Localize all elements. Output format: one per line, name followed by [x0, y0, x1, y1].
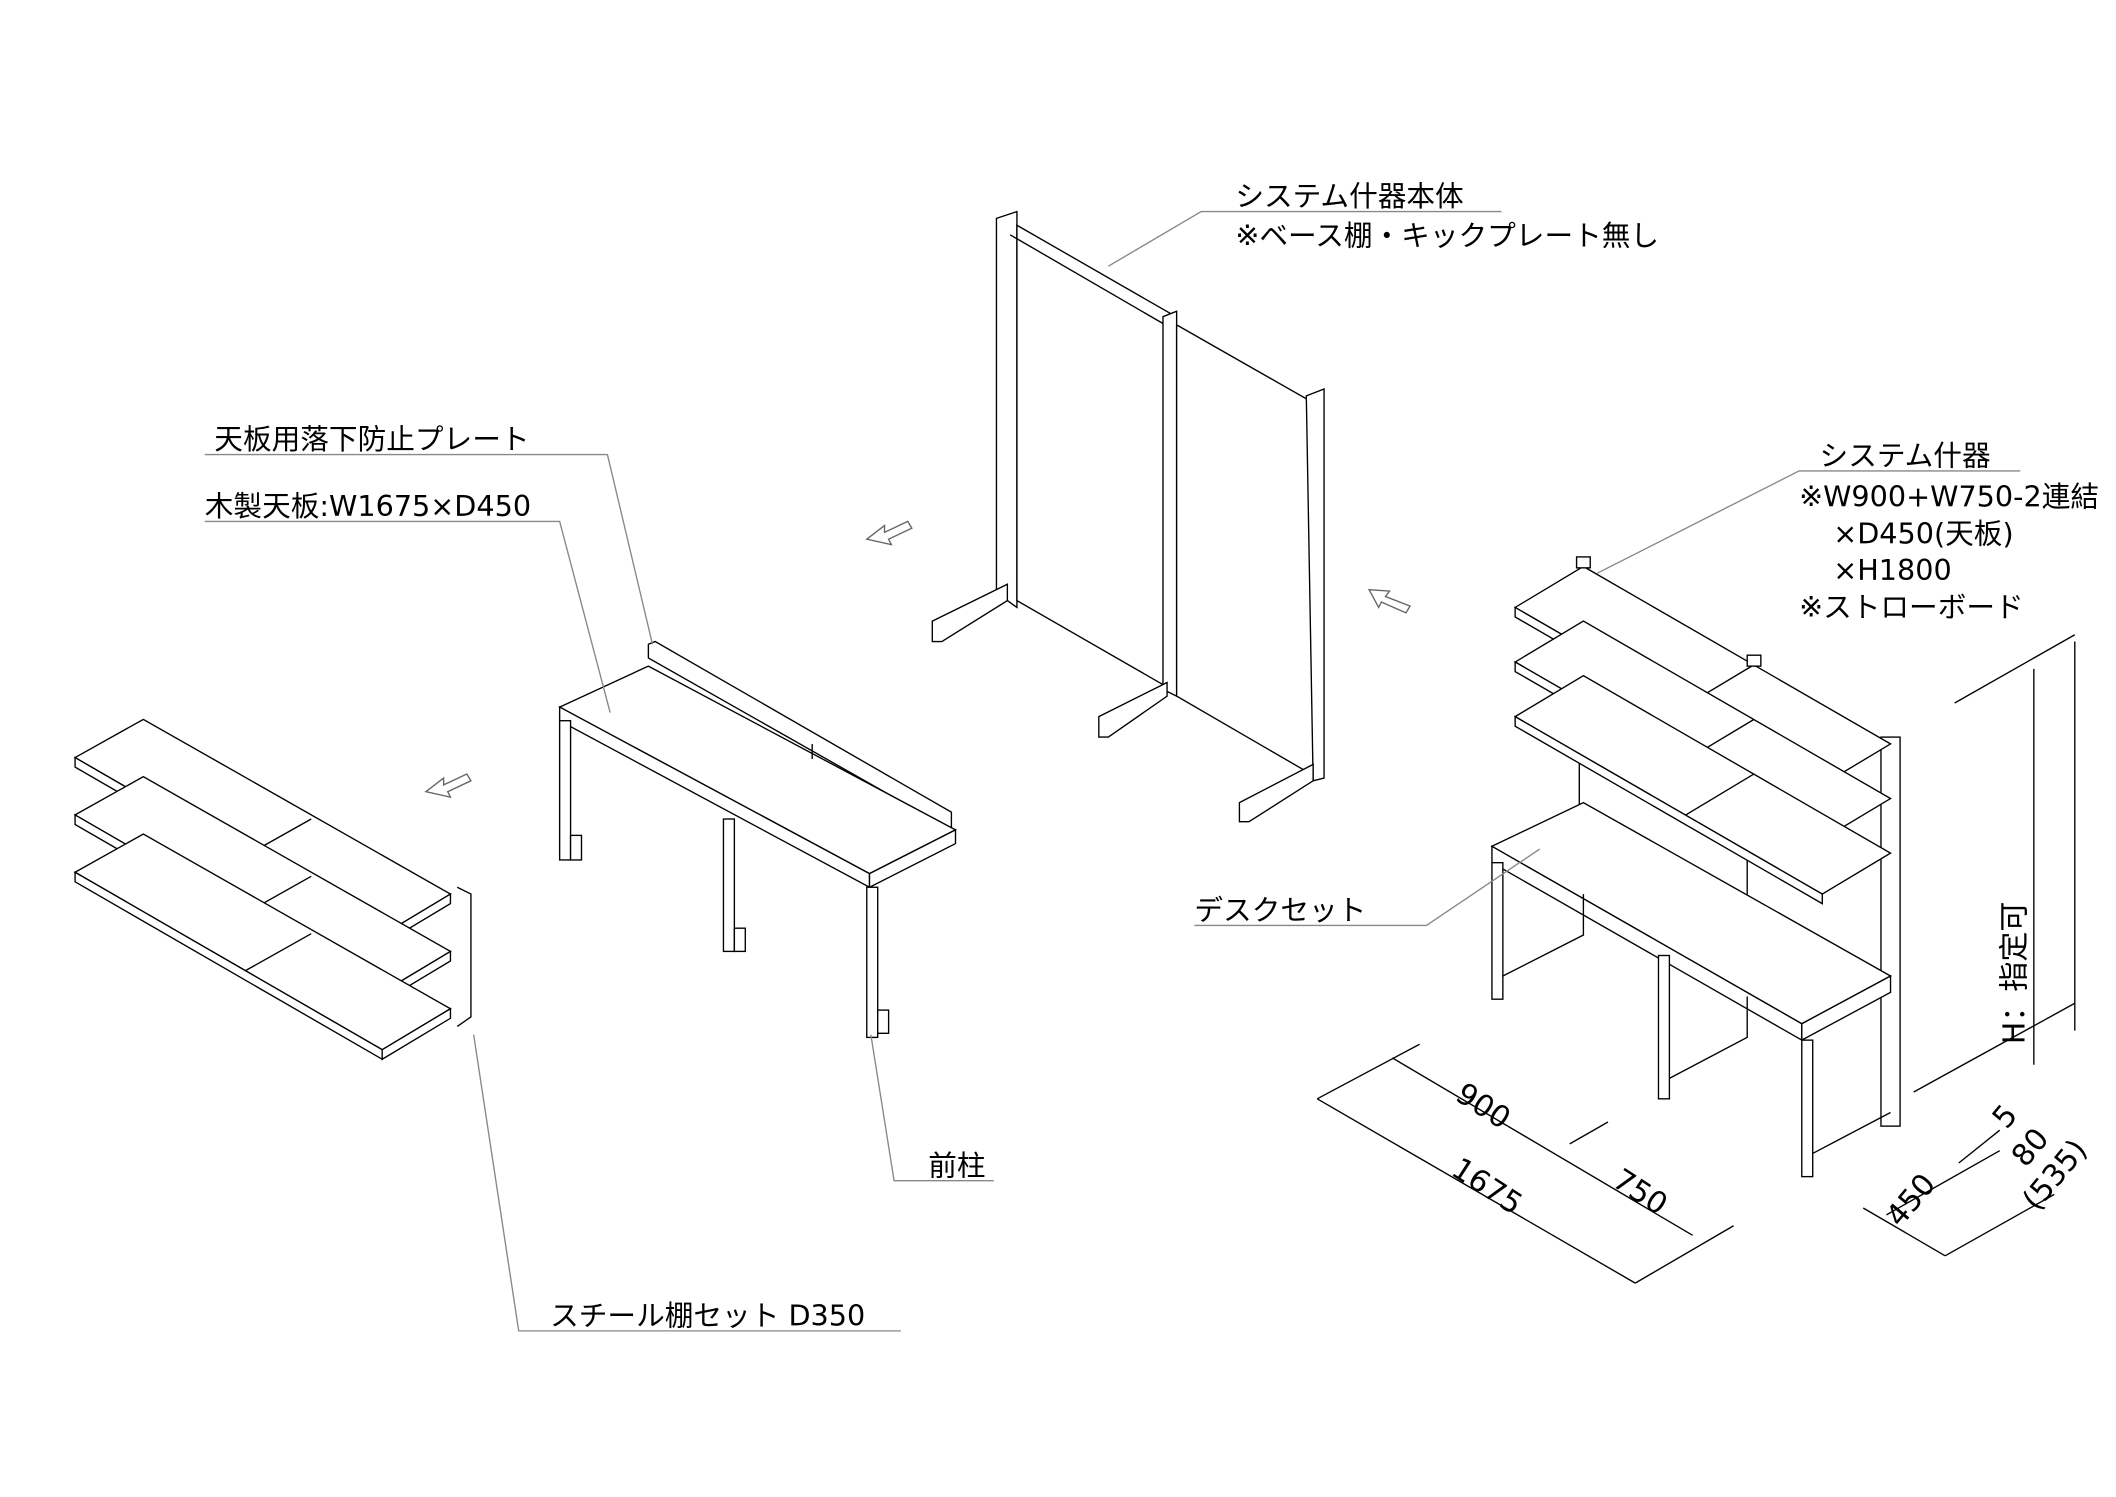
label-desk-set: デスクセット — [1194, 893, 1366, 927]
leader-lines — [204, 210, 2021, 1332]
dim-5: 5 — [1986, 1098, 2025, 1135]
dim-750: 750 — [1606, 1162, 1673, 1223]
label-wood-top: 木製天板:W1675×D450 — [205, 489, 531, 523]
label-system-spec-4: ※ストローボード — [1799, 590, 2024, 624]
dim-900: 900 — [1449, 1076, 1516, 1137]
label-system-body-note: ※ベース棚・キックプレート無し — [1235, 219, 1659, 253]
label-steel-shelf: スチール棚セット D350 — [550, 1298, 865, 1332]
arrow-icon — [424, 773, 472, 799]
desk-top-assembly — [558, 640, 957, 1039]
label-system-spec-3: ×H1800 — [1833, 553, 1952, 587]
system-assembled — [1490, 556, 1901, 1178]
arrow-icon — [865, 520, 913, 546]
dim-1675: 1675 — [1445, 1151, 1528, 1222]
label-system-spec-1: ※W900+W750-2連結 — [1799, 479, 2099, 513]
label-system-title: システム什器 — [1820, 438, 1991, 472]
label-system-body-title: システム什器本体 — [1235, 179, 1463, 213]
label-system-spec-2: ×D450(天板) — [1833, 516, 2013, 550]
dimension-lines — [1316, 634, 2076, 1284]
dim-h-note: H：指定可 — [1997, 902, 2032, 1045]
label-front-post: 前柱 — [928, 1148, 985, 1182]
arrow-icon — [1367, 588, 1412, 614]
label-fall-plate: 天板用落下防止プレート — [214, 422, 529, 456]
steel-shelf-set — [73, 718, 472, 1061]
system-body-frame — [931, 210, 1325, 823]
